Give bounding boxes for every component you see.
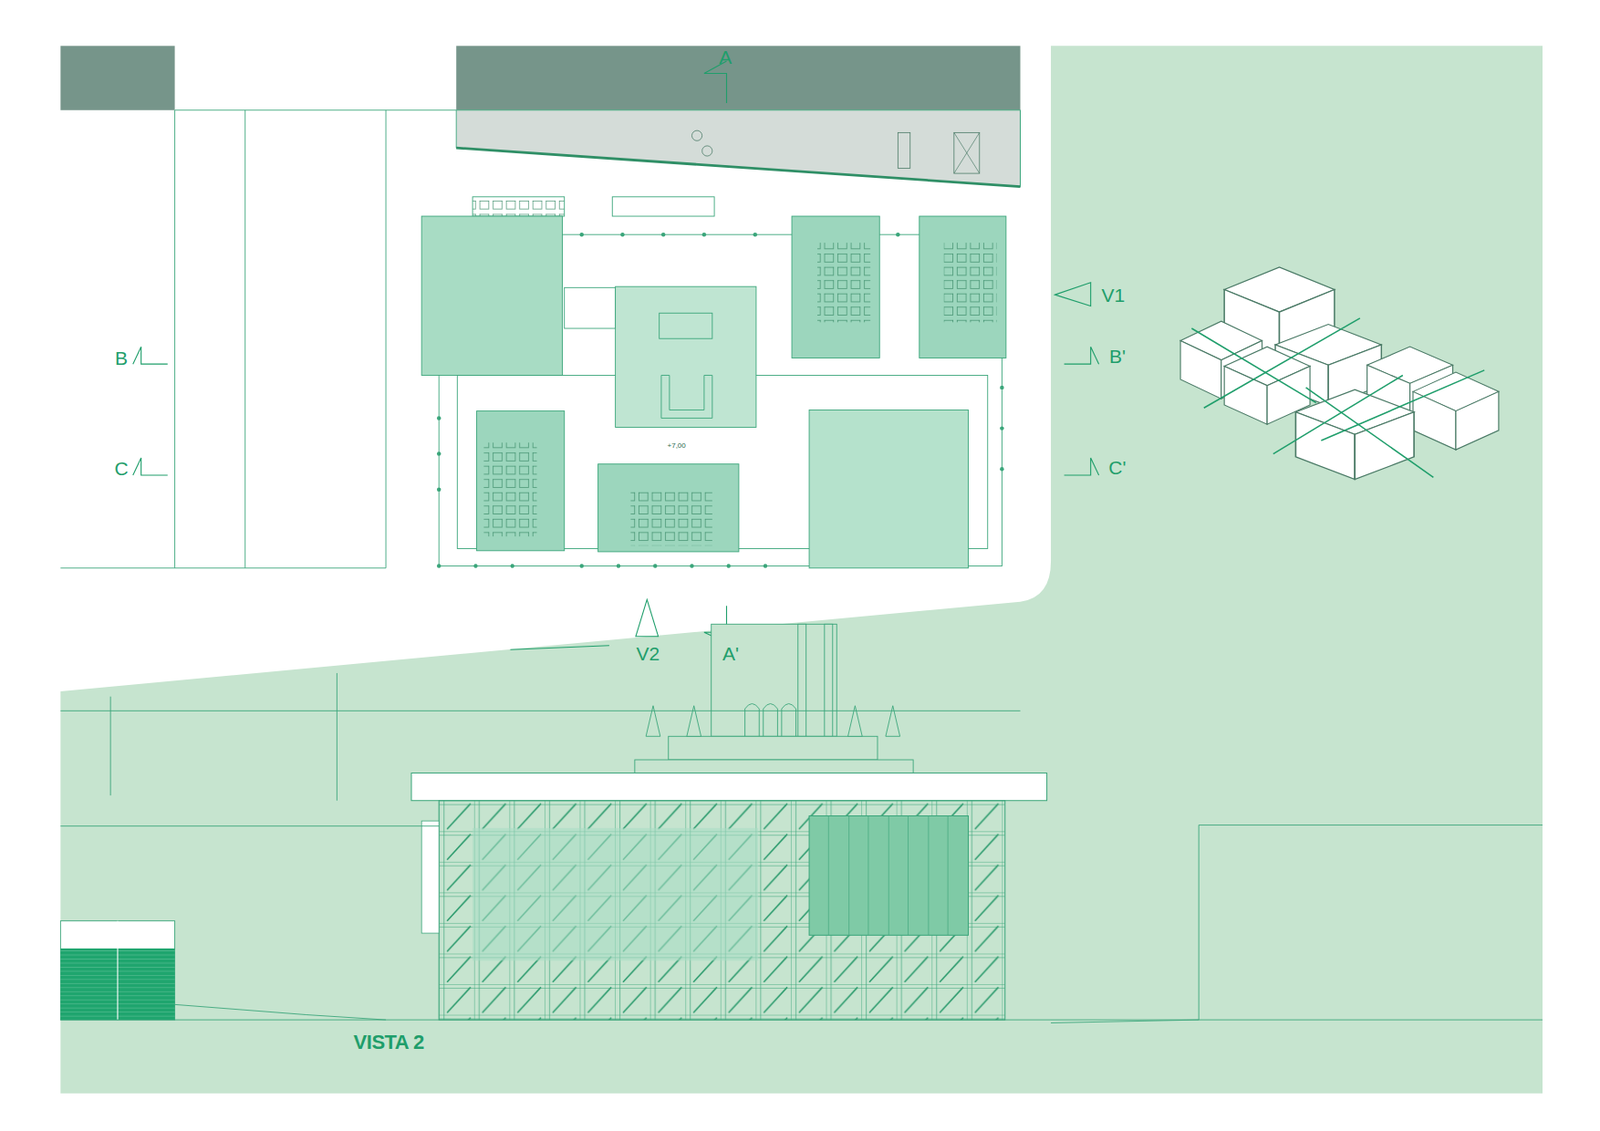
section-marker-label: A': [722, 643, 739, 663]
section-marker-label: B: [114, 347, 128, 367]
view-title: VISTA 2: [353, 1032, 425, 1053]
section-marker-label: +7,00: [667, 442, 686, 450]
section-marker-label: B': [1109, 346, 1126, 366]
section-marker-label: V2: [635, 643, 660, 663]
section-marker-label: C: [114, 458, 129, 478]
section-marker-label: A: [718, 46, 732, 66]
section-marker-label: C': [1108, 457, 1126, 478]
section-marker-label: V1: [1101, 285, 1126, 305]
